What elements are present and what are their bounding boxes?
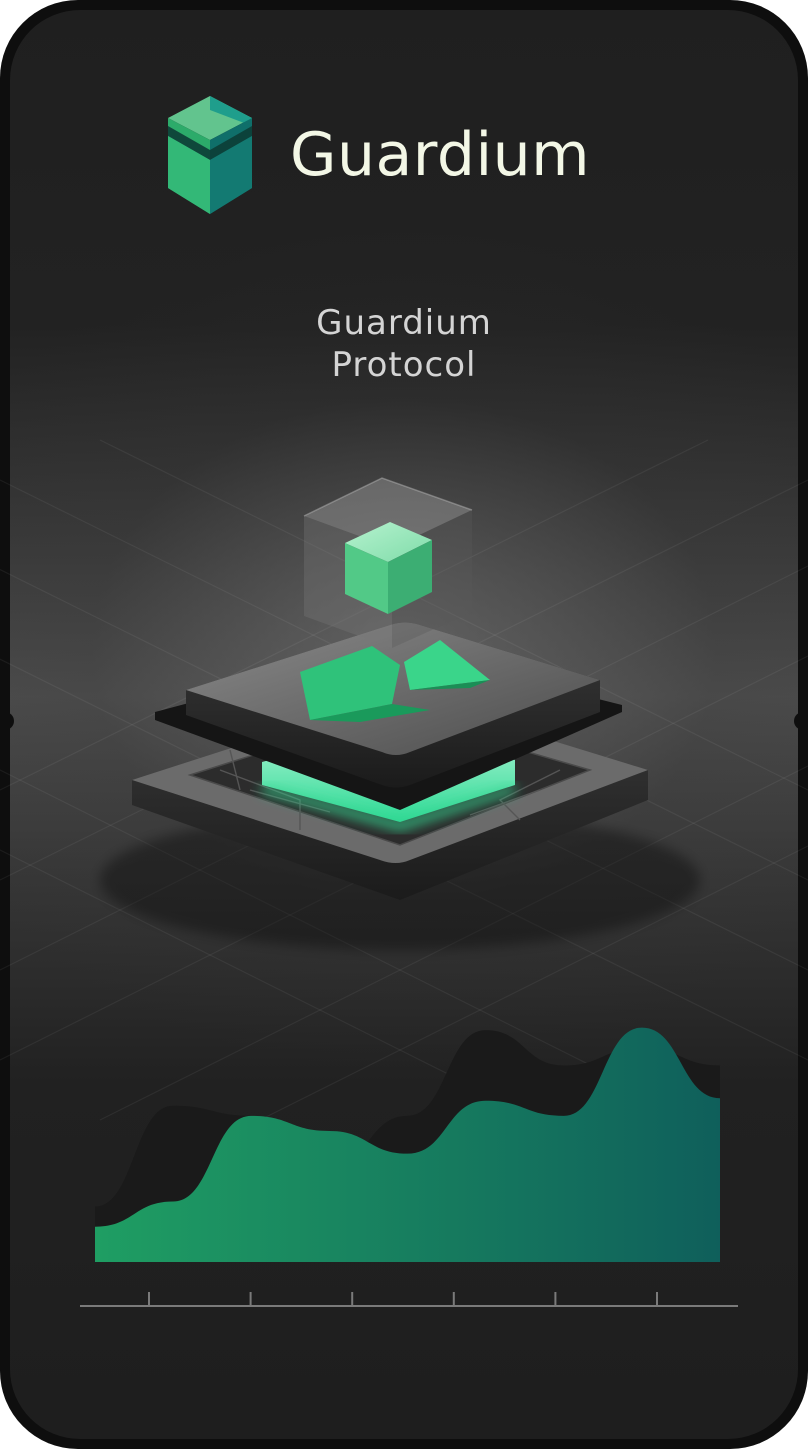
brand-name: Guardium	[290, 120, 591, 190]
subtitle-line-2: Protocol	[331, 345, 477, 385]
x-axis-ticks	[148, 1292, 658, 1306]
brand-header: Guardium	[168, 96, 590, 214]
subtitle-line-1: Guardium	[316, 303, 492, 343]
hero-subtitle: Guardium Protocol	[0, 302, 808, 386]
cube-shield-icon	[168, 96, 252, 214]
area-series-foreground	[95, 1027, 720, 1262]
chart-series-group	[95, 1027, 720, 1262]
